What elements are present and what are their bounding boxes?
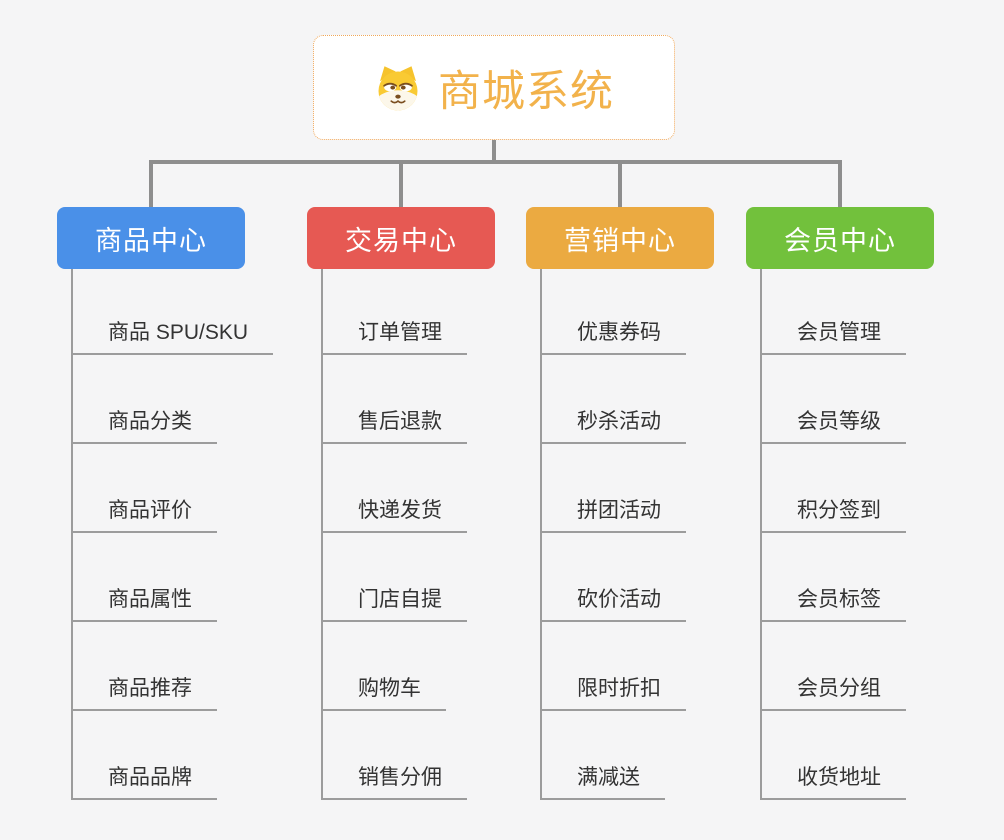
leaf-column-marketing-center: 优惠券码 秒杀活动 拼团活动 砍价活动 限时折扣 满减送	[540, 269, 686, 800]
leaf-column-member-center: 会员管理 会员等级 积分签到 会员标签 会员分组 收货地址	[760, 269, 906, 800]
leaf-node[interactable]: 积分签到	[762, 444, 906, 533]
connector-rail	[149, 160, 842, 164]
leaf-node[interactable]: 快递发货	[323, 444, 467, 533]
leaf-node[interactable]: 销售分佣	[323, 711, 467, 800]
leaf-node[interactable]: 会员标签	[762, 533, 906, 622]
leaf-node[interactable]: 限时折扣	[542, 622, 686, 711]
leaf-label: 会员管理	[762, 318, 906, 355]
leaf-label: 拼团活动	[542, 496, 686, 533]
leaf-label: 会员等级	[762, 407, 906, 444]
leaf-label: 优惠券码	[542, 318, 686, 355]
leaf-column-transaction-center: 订单管理 售后退款 快递发货 门店自提 购物车 销售分佣	[321, 269, 467, 800]
leaf-node[interactable]: 商品分类	[73, 355, 273, 444]
leaf-label: 商品分类	[73, 407, 217, 444]
leaf-node[interactable]: 会员分组	[762, 622, 906, 711]
leaf-node[interactable]: 商品属性	[73, 533, 273, 622]
leaf-node[interactable]: 砍价活动	[542, 533, 686, 622]
leaf-node[interactable]: 商品 SPU/SKU	[73, 269, 274, 355]
leaf-node[interactable]: 商品推荐	[73, 622, 273, 711]
leaf-label: 商品属性	[73, 585, 217, 622]
connector-stub-marketing-center	[618, 160, 622, 207]
root-title: 商城系统	[438, 67, 614, 116]
leaf-label: 订单管理	[323, 318, 467, 355]
leaf-node[interactable]: 售后退款	[323, 355, 467, 444]
leaf-node[interactable]: 门店自提	[323, 533, 467, 622]
root-node[interactable]: 商城系统	[313, 35, 675, 140]
leaf-node[interactable]: 会员管理	[762, 269, 906, 355]
leaf-label: 商品 SPU/SKU	[73, 318, 274, 355]
leaf-column-product-center: 商品 SPU/SKU 商品分类 商品评价 商品属性 商品推荐 商品品牌	[71, 269, 274, 800]
leaf-label: 限时折扣	[542, 674, 686, 711]
leaf-label: 会员分组	[762, 674, 906, 711]
connector-root-stem	[492, 140, 496, 160]
leaf-label: 快递发货	[323, 496, 467, 533]
dog-face-icon	[378, 65, 418, 110]
leaf-label: 秒杀活动	[542, 407, 686, 444]
leaf-node[interactable]: 秒杀活动	[542, 355, 686, 444]
leaf-label: 购物车	[323, 674, 446, 711]
leaf-label: 收货地址	[762, 763, 906, 800]
leaf-node[interactable]: 会员等级	[762, 355, 906, 444]
leaf-node[interactable]: 满减送	[542, 711, 686, 800]
branch-header-product-center[interactable]: 商品中心	[57, 207, 245, 269]
leaf-label: 销售分佣	[323, 763, 467, 800]
branch-header-member-center[interactable]: 会员中心	[746, 207, 934, 269]
leaf-label: 售后退款	[323, 407, 467, 444]
leaf-node[interactable]: 优惠券码	[542, 269, 686, 355]
connector-stub-transaction-center	[399, 160, 403, 207]
leaf-label: 商品品牌	[73, 763, 217, 800]
leaf-node[interactable]: 收货地址	[762, 711, 906, 800]
leaf-node[interactable]: 订单管理	[323, 269, 467, 355]
leaf-label: 商品推荐	[73, 674, 217, 711]
leaf-label: 满减送	[542, 763, 665, 800]
branch-header-transaction-center[interactable]: 交易中心	[307, 207, 495, 269]
connector-stub-product-center	[149, 160, 153, 207]
leaf-label: 砍价活动	[542, 585, 686, 622]
leaf-node[interactable]: 商品品牌	[73, 711, 273, 800]
leaf-label: 会员标签	[762, 585, 906, 622]
leaf-label: 商品评价	[73, 496, 217, 533]
branch-header-marketing-center[interactable]: 营销中心	[526, 207, 714, 269]
leaf-label: 积分签到	[762, 496, 906, 533]
connector-stub-member-center	[838, 160, 842, 207]
leaf-node[interactable]: 拼团活动	[542, 444, 686, 533]
leaf-node[interactable]: 购物车	[323, 622, 467, 711]
leaf-node[interactable]: 商品评价	[73, 444, 273, 533]
leaf-label: 门店自提	[323, 585, 467, 622]
